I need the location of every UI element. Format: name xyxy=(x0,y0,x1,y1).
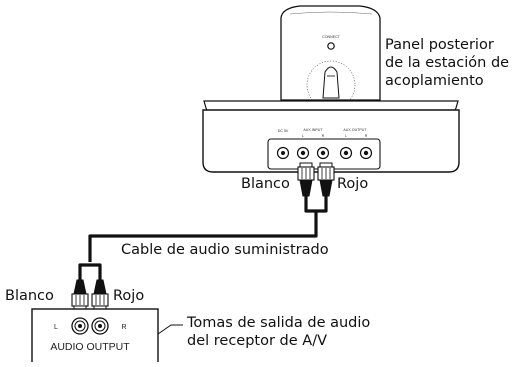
white-label-top: Blanco xyxy=(241,176,290,192)
cable-label: Cable de audio suministrado xyxy=(121,242,329,258)
aux-input-jack-r xyxy=(316,146,330,160)
outputs-leader-line xyxy=(157,324,183,335)
audio-output-label: AUDIO OUTPUT xyxy=(50,341,130,353)
dock-connect-label: CONNECT xyxy=(322,35,341,39)
white-plug-bottom xyxy=(71,279,89,311)
aux-output-jack-l xyxy=(339,146,353,160)
receiver-jack-l xyxy=(71,317,89,335)
red-label-top: Rojo xyxy=(337,176,369,192)
receiver-l-label: L xyxy=(54,324,58,331)
connect-button xyxy=(327,42,335,50)
aux-output-jack-r xyxy=(359,146,373,160)
panel-label-line1: Panel posterior xyxy=(385,37,494,53)
outputs-label-line2: del receptor de A/V xyxy=(187,333,328,349)
panel-label-line3: acoplamiento xyxy=(385,73,484,89)
aux-output-label: AUX OUTPUT xyxy=(343,128,367,132)
aux-input-label: AUX INPUT xyxy=(303,128,323,132)
dock-back-panel: DC 5V AUX INPUT AUX OUTPUT L R L R xyxy=(202,100,460,173)
aux-output-r: R xyxy=(365,134,368,138)
aux-input-jack-l xyxy=(296,146,310,160)
white-label-bottom: Blanco xyxy=(5,288,54,304)
volume-knob xyxy=(322,66,340,99)
dc-label: DC 5V xyxy=(278,129,289,133)
aux-input-r: R xyxy=(322,134,325,138)
dc-jack xyxy=(276,146,290,160)
outputs-label-line1: Tomas de salida de audio xyxy=(187,315,371,331)
receiver-panel: L R AUDIO OUTPUT xyxy=(31,308,159,365)
aux-output-l: L xyxy=(345,134,347,138)
panel-label-line2: de la estación de xyxy=(385,55,510,71)
receiver-r-label: R xyxy=(121,324,126,331)
audio-cable xyxy=(78,196,328,280)
receiver-jack-r xyxy=(91,317,109,335)
dock-tower: CONNECT xyxy=(280,5,381,110)
red-plug-bottom xyxy=(91,279,109,311)
red-label-bottom: Rojo xyxy=(113,288,145,304)
aux-input-l: L xyxy=(302,134,304,138)
white-plug-top xyxy=(297,162,315,197)
red-plug-top xyxy=(317,162,335,197)
